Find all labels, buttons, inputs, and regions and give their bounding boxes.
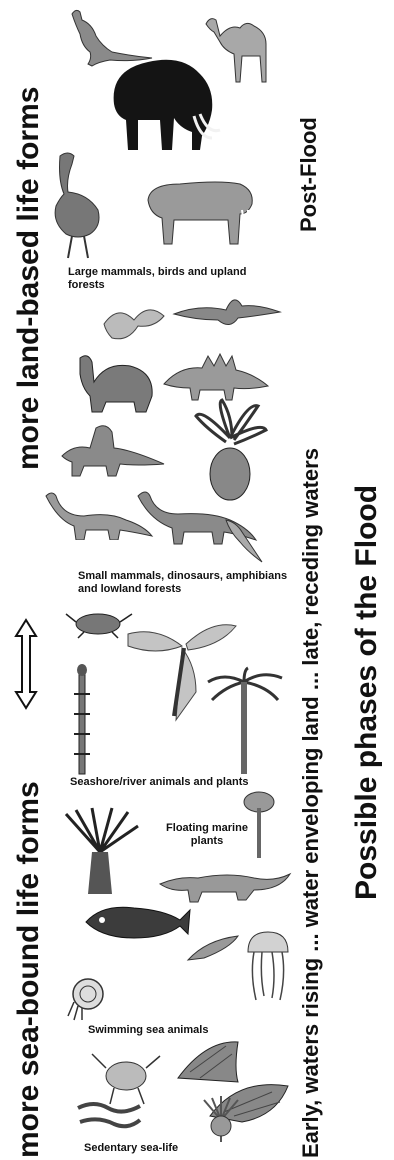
shrimp-icon bbox=[186, 930, 242, 966]
caption-small-mammals: Small mammals, dinosaurs, amphibians and… bbox=[78, 570, 288, 596]
jellyfish-icon bbox=[244, 930, 292, 1002]
palm-tree-icon bbox=[204, 666, 286, 776]
ammonite-icon bbox=[64, 976, 110, 1022]
worm-icon bbox=[74, 1098, 144, 1132]
crinoid-icon bbox=[196, 1096, 246, 1144]
flood-phases-label: Early, waters rising ... water envelopin… bbox=[298, 448, 324, 1158]
lizard-icon bbox=[222, 516, 266, 566]
pterosaur-icon bbox=[172, 290, 282, 338]
caption-swimming: Swimming sea animals bbox=[88, 1024, 248, 1037]
caption-floating: Floating marine plants bbox=[162, 822, 252, 848]
sabre-tooth-cat-icon bbox=[140, 170, 258, 250]
stegosaurus-icon bbox=[160, 346, 270, 402]
dimetrodon-icon bbox=[60, 420, 168, 480]
caption-large-mammals: Large mammals, birds and upland forests bbox=[68, 266, 268, 292]
caption-seashore: Seashore/river animals and plants bbox=[70, 776, 300, 789]
beetle-icon bbox=[64, 608, 134, 640]
double-arrow-icon bbox=[14, 618, 38, 710]
possible-phases-title: Possible phases of the Flood bbox=[350, 485, 384, 900]
moa-bird-icon bbox=[48, 150, 108, 262]
post-flood-label: Post-Flood bbox=[296, 117, 322, 232]
land-life-label: more land-based life forms bbox=[12, 87, 46, 470]
coelacanth-icon bbox=[84, 900, 192, 944]
seed-fern-icon bbox=[242, 790, 276, 860]
crocodile-icon bbox=[158, 862, 292, 904]
horsetail-icon bbox=[70, 664, 94, 776]
seed-fern-icon bbox=[62, 806, 140, 896]
tortoise-icon bbox=[66, 348, 158, 418]
mammoth-icon bbox=[104, 54, 222, 154]
flowering-plant-icon bbox=[98, 298, 170, 348]
sea-life-label: more sea-bound life forms bbox=[12, 781, 46, 1158]
